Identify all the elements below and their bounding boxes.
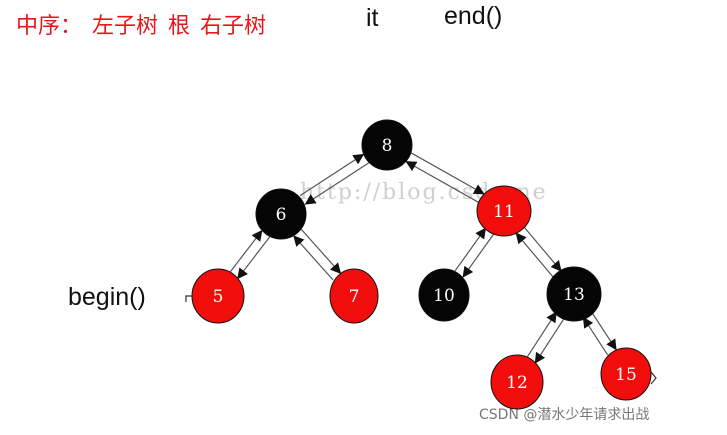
node-label-15: 15 [615, 365, 637, 385]
node-label-12: 12 [506, 373, 528, 393]
node-label-10: 10 [433, 286, 455, 306]
parent-edge-6-8 [299, 153, 365, 197]
tree-node-12: 12 [490, 354, 544, 410]
tree-nodes: 8 6 11 5 7 10 13 12 15 [191, 119, 652, 410]
node-circle-6 [255, 188, 307, 240]
tree-node-15: 15 [600, 347, 652, 401]
caption-root: 根 [168, 14, 191, 39]
caption-right-subtree: 右子树 [200, 14, 267, 39]
end-pointer-tick [650, 371, 657, 385]
tree-node-5: 5 [191, 268, 245, 324]
tree-edges [229, 152, 617, 364]
inorder-caption: 中序： 左子树根右子树 [16, 8, 276, 40]
tree-node-8: 8 [361, 119, 413, 171]
caption-left-subtree: 左子树 [92, 14, 159, 39]
child-edge-11-13 [523, 226, 562, 272]
tree-node-11: 11 [476, 185, 532, 237]
csdn-watermark: CSDN @潜水少年请求出战 [479, 407, 650, 423]
caption-order: 中序： [16, 14, 83, 39]
node-label-8: 8 [382, 136, 393, 156]
node-circle-12 [490, 354, 544, 410]
tree-node-6: 6 [255, 188, 307, 240]
node-label-6: 6 [276, 205, 287, 225]
tree-node-13: 13 [546, 266, 602, 322]
tree-node-7: 7 [329, 268, 379, 324]
node-circle-15 [600, 347, 652, 401]
child-edge-6-7 [300, 228, 342, 275]
node-circle-11 [476, 185, 532, 237]
it-label: it [366, 4, 379, 32]
child-edge-13-15 [591, 311, 617, 351]
parent-edge-15-13 [582, 316, 609, 356]
tree-node-10: 10 [418, 268, 470, 322]
child-edge-8-11 [410, 152, 485, 195]
end-label: end() [444, 2, 503, 30]
parent-edge-10-11 [454, 227, 487, 272]
begin-label: begin() [68, 283, 146, 311]
node-circle-7 [329, 268, 379, 324]
child-edge-8-6 [304, 162, 370, 205]
parent-edge-13-11 [515, 232, 554, 278]
begin-pointer-tick [185, 295, 192, 302]
parent-edge-11-8 [405, 161, 480, 204]
parent-edge-5-6 [229, 229, 263, 273]
child-edge-6-5 [237, 236, 271, 280]
node-circle-10 [418, 268, 470, 322]
node-label-5: 5 [213, 287, 224, 307]
parent-edge-12-13 [526, 311, 557, 358]
parent-edge-7-6 [293, 235, 334, 281]
node-label-13: 13 [563, 285, 585, 305]
node-label-11: 11 [493, 202, 515, 222]
node-circle-8 [361, 119, 413, 171]
node-circle-13 [546, 266, 602, 322]
child-edge-11-10 [462, 233, 495, 278]
child-edge-13-12 [534, 317, 566, 364]
iterator-pointers [185, 295, 657, 385]
node-label-7: 7 [349, 287, 360, 307]
